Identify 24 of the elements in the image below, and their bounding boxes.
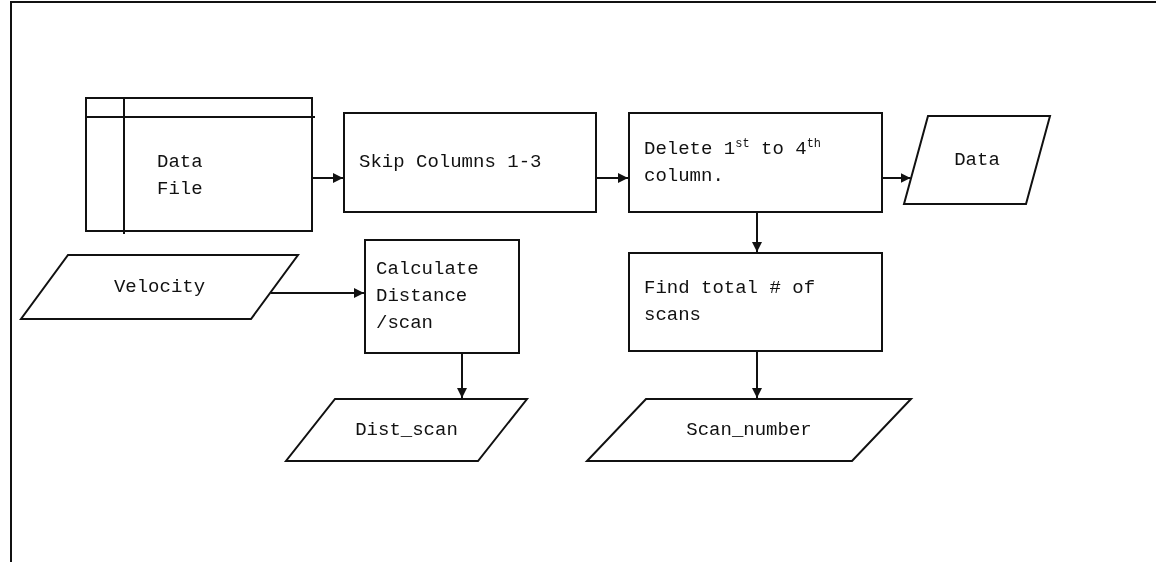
arrow bbox=[312, 173, 344, 183]
arrow bbox=[457, 353, 467, 399]
node-text: Calculate Distance /scan bbox=[376, 257, 480, 336]
node-text: Data File bbox=[157, 149, 204, 202]
node-text: Dist_scan bbox=[355, 417, 458, 443]
node-text: Data bbox=[954, 147, 1000, 173]
node-text: Find total # of scans bbox=[644, 276, 817, 328]
data-parallelogram bbox=[903, 115, 1051, 205]
arrow bbox=[752, 351, 762, 399]
process-box bbox=[364, 239, 520, 354]
process-box bbox=[343, 112, 597, 213]
node-text: Velocity bbox=[113, 274, 206, 300]
data-parallelogram bbox=[285, 398, 528, 462]
node-text: Delete 1$^{st}$ to 4$^{th}$ column. bbox=[644, 135, 823, 189]
node-text: Scan_number bbox=[686, 417, 812, 443]
arrow bbox=[596, 173, 629, 183]
process-box bbox=[628, 112, 883, 213]
storage-box bbox=[85, 97, 313, 232]
arrow bbox=[882, 173, 912, 183]
node-text: Skip Columns 1-3 bbox=[359, 150, 543, 175]
data-parallelogram bbox=[586, 398, 912, 462]
process-box bbox=[628, 252, 883, 352]
arrow bbox=[752, 212, 762, 253]
data-parallelogram bbox=[20, 254, 299, 320]
